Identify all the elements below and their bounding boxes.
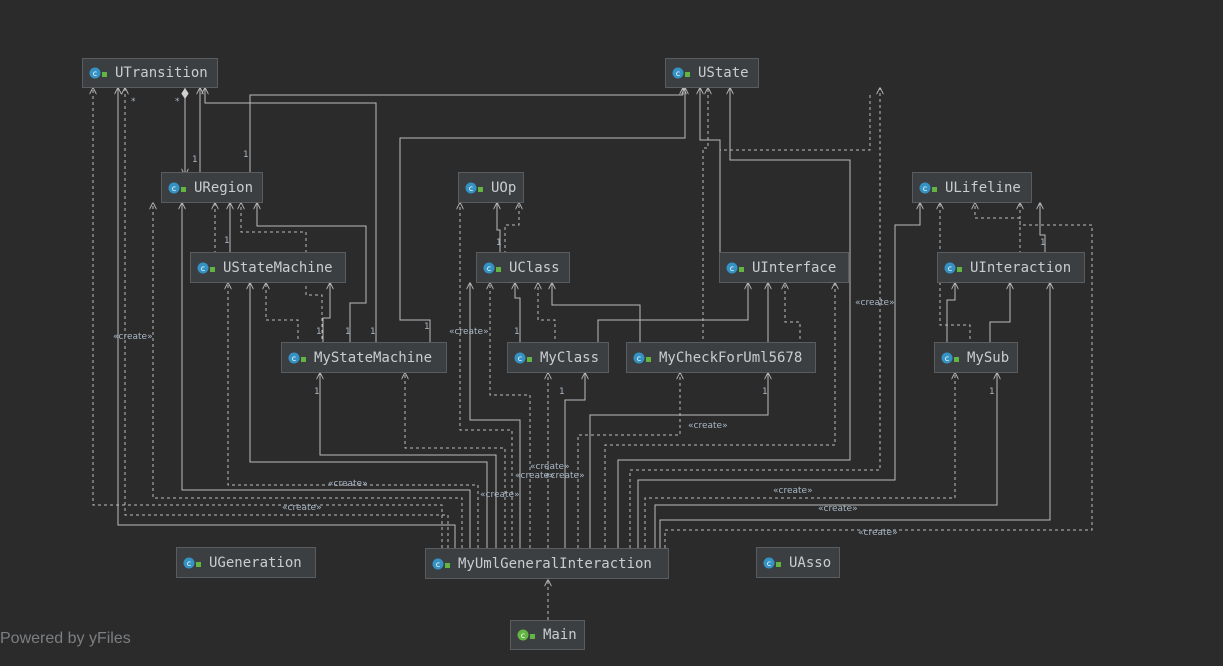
class-node-myclass[interactable]: c MyClass	[507, 342, 609, 373]
svg-text:c: c	[730, 264, 734, 273]
svg-text:c: c	[292, 354, 296, 363]
class-node-mystatemachine[interactable]: c MyStateMachine	[281, 342, 447, 373]
create-label: «create»	[328, 479, 368, 489]
class-node-myumlgeneralinteraction[interactable]: c MyUmlGeneralInteraction	[425, 548, 669, 579]
svg-text:c: c	[487, 264, 491, 273]
class-node-mysub[interactable]: c MySub	[934, 342, 1018, 373]
multiplicity-label: 1	[370, 327, 376, 337]
class-node-mycheckforuml5678[interactable]: c MyCheckForUml5678	[626, 342, 816, 373]
class-icon: c	[197, 262, 217, 274]
svg-text:c: c	[676, 69, 680, 78]
class-node-utransition[interactable]: c UTransition	[82, 58, 218, 88]
class-name: UInterface	[752, 259, 837, 276]
main-class-icon: c	[517, 629, 537, 641]
class-name: UClass	[509, 259, 560, 276]
class-icon: c	[672, 67, 692, 79]
class-node-ustatemachine[interactable]: c UStateMachine	[190, 252, 346, 283]
class-name: UAsso	[789, 554, 832, 571]
svg-text:c: c	[469, 184, 473, 193]
class-icon: c	[89, 67, 109, 79]
class-name: UInteraction	[970, 259, 1072, 276]
class-node-ulifeline[interactable]: c ULifeline	[912, 172, 1032, 203]
create-label: «create»	[480, 490, 520, 500]
watermark: Powered by yFiles	[0, 630, 131, 647]
svg-text:c: c	[201, 264, 205, 273]
multiplicity-label: 1	[345, 327, 351, 337]
multiplicity-label: 1	[243, 150, 249, 160]
class-node-uclass[interactable]: c UClass	[476, 252, 570, 283]
class-icon: c	[432, 558, 452, 570]
class-icon: c	[183, 557, 203, 569]
class-name: UOp	[491, 179, 517, 196]
class-name: MyUmlGeneralInteraction	[458, 555, 652, 572]
multiplicity-label: 1	[559, 387, 565, 397]
create-label: «create»	[818, 504, 858, 514]
multiplicity-label: 1	[316, 327, 322, 337]
svg-text:c: c	[172, 184, 176, 193]
create-label: «create»	[858, 528, 898, 538]
create-label: «create»	[545, 471, 585, 481]
class-icon: c	[168, 182, 188, 194]
svg-text:c: c	[637, 354, 641, 363]
create-label: «create»	[688, 421, 728, 431]
class-name: MyStateMachine	[314, 349, 433, 366]
class-icon: c	[288, 352, 308, 364]
class-name: MySub	[967, 349, 1010, 366]
multiplicity-label: 1	[989, 387, 995, 397]
class-icon: c	[465, 182, 485, 194]
svg-text:c: c	[93, 69, 97, 78]
class-icon: c	[763, 557, 783, 569]
class-node-uregion[interactable]: c URegion	[161, 172, 263, 203]
multiplicity-label: 1	[314, 387, 320, 397]
class-icon: c	[941, 352, 961, 364]
multiplicity-label: 1	[424, 322, 430, 332]
svg-text:c: c	[767, 559, 771, 568]
class-node-ustate[interactable]: c UState	[665, 58, 759, 88]
svg-text:c: c	[945, 354, 949, 363]
multiplicity-label: 1	[224, 236, 230, 246]
svg-text:c: c	[521, 631, 525, 640]
create-label: «create»	[449, 327, 489, 337]
class-name: URegion	[194, 179, 254, 196]
svg-text:c: c	[948, 264, 952, 273]
class-icon: c	[726, 262, 746, 274]
create-label: «create»	[773, 486, 813, 496]
create-label: «create»	[855, 298, 895, 308]
class-node-ugeneration[interactable]: c UGeneration	[176, 547, 316, 578]
svg-text:c: c	[436, 560, 440, 569]
multiplicity-label: 1	[192, 155, 198, 165]
class-name: MyClass	[540, 349, 600, 366]
class-node-uinterface[interactable]: c UInterface	[719, 252, 849, 283]
class-name: Main	[543, 627, 577, 643]
multiplicity-label: 1	[514, 327, 520, 337]
create-label: «create»	[113, 332, 153, 342]
class-node-uop[interactable]: c UOp	[458, 172, 524, 203]
class-name: UGeneration	[209, 554, 302, 571]
class-icon: c	[944, 262, 964, 274]
class-name: MyCheckForUml5678	[659, 349, 803, 366]
multiplicity-label: *	[175, 97, 180, 107]
create-label: «create»	[515, 471, 555, 481]
class-node-uinteraction[interactable]: c UInteraction	[937, 252, 1085, 283]
class-icon: c	[483, 262, 503, 274]
multiplicity-label: 1	[1040, 238, 1046, 248]
class-icon: c	[919, 182, 939, 194]
class-icon: c	[514, 352, 534, 364]
class-name: UTransition	[115, 65, 208, 81]
multiplicity-label: 1	[496, 238, 502, 248]
class-icon: c	[633, 352, 653, 364]
multiplicity-label: 1	[762, 387, 768, 397]
class-node-main[interactable]: c Main	[510, 620, 585, 650]
svg-text:c: c	[518, 354, 522, 363]
class-name: ULifeline	[945, 179, 1021, 196]
class-name: UState	[698, 65, 749, 81]
create-label: «create»	[282, 503, 322, 513]
class-name: UStateMachine	[223, 259, 333, 276]
multiplicity-label: *	[131, 97, 136, 107]
create-label: «create»	[530, 462, 570, 472]
svg-text:c: c	[187, 559, 191, 568]
class-node-uasso[interactable]: c UAsso	[756, 547, 840, 578]
svg-text:c: c	[923, 184, 927, 193]
